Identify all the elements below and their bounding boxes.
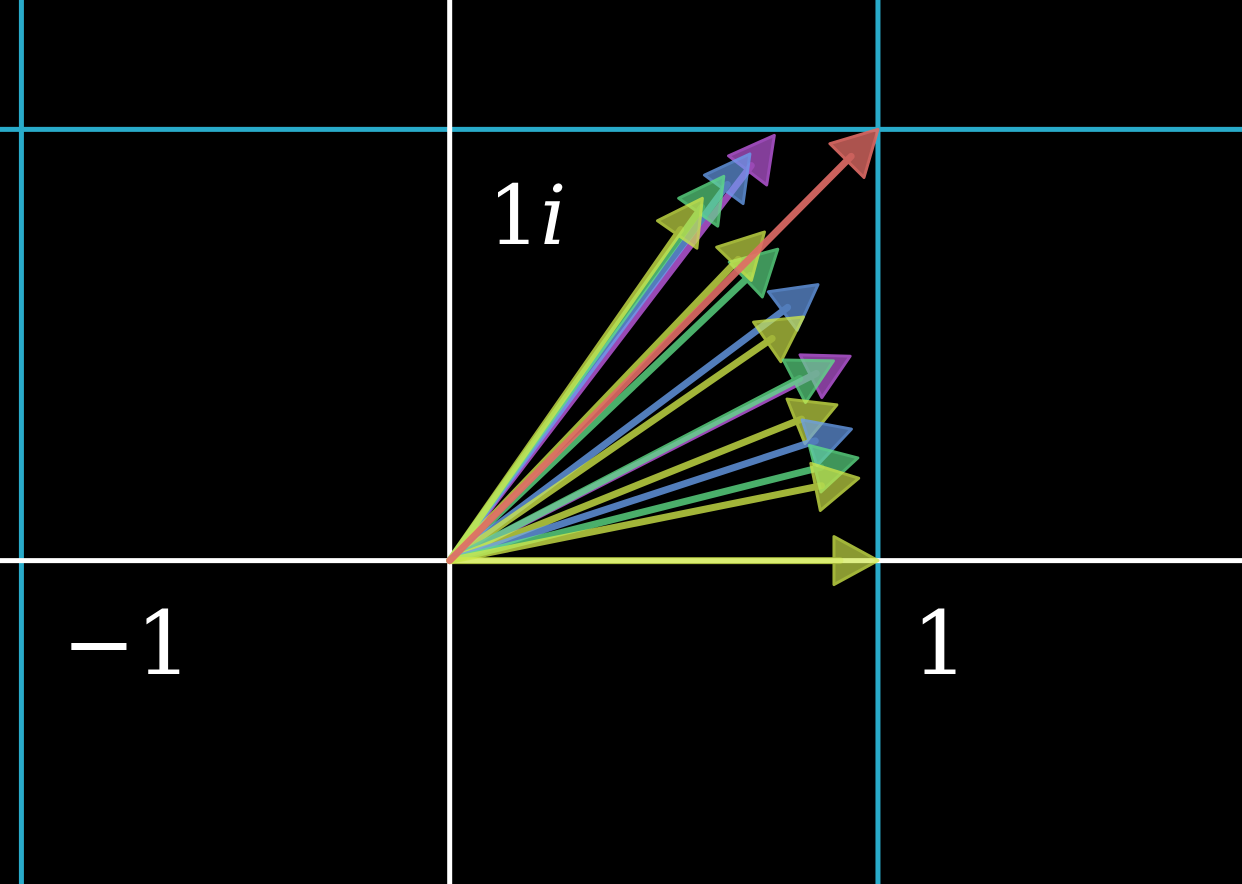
- vector-arrow: [446, 535, 880, 587]
- negative-one-label: −1: [62, 592, 192, 695]
- imaginary-unit-label: 1i: [488, 176, 566, 258]
- reference-vector-layer: [446, 127, 880, 565]
- imaginary-unit-symbol: i: [540, 169, 567, 264]
- reference-vector-arrow: [446, 127, 880, 565]
- vector-arrow: [446, 315, 805, 565]
- positive-one-label: 1: [912, 592, 968, 695]
- vector-arrow: [446, 461, 861, 565]
- imaginary-unit-number: 1: [488, 169, 541, 264]
- vector-arrow: [446, 358, 835, 565]
- vector-fan: [446, 133, 880, 587]
- vector-arrow: [446, 196, 704, 565]
